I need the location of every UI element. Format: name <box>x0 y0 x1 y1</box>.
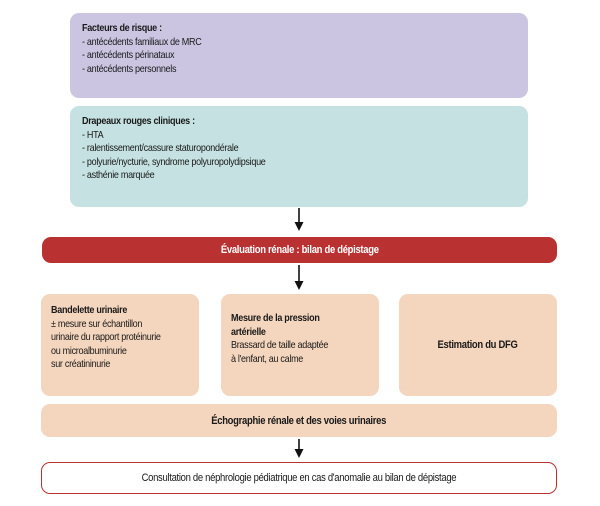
risk-factor-item: - antécédents périnataux <box>82 49 175 62</box>
arrow-down-icon <box>293 208 305 232</box>
red-flag-item: - polyurie/nycturie, syndrome polyuropol… <box>82 155 266 168</box>
risk-factors-box: Facteurs de risque : - antécédents famil… <box>70 13 528 98</box>
urine-strip-title: Bandelette urinaire <box>51 304 128 316</box>
gfr-label: Estimation du DFG <box>437 339 519 351</box>
arrow-down-icon <box>293 265 305 291</box>
blood-pressure-box: Mesure de la pression artérielle Brassar… <box>221 294 379 396</box>
risk-factors-title: Facteurs de risque : <box>82 22 162 34</box>
risk-factor-item: - antécédents personnels <box>82 62 177 75</box>
evaluation-box: Évaluation rénale : bilan de dépistage <box>42 237 557 263</box>
red-flag-item: - asthénie marquée <box>82 169 155 182</box>
urine-strip-line: ou microalbuminurie <box>51 344 127 357</box>
ultrasound-label: Échographie rénale et des voies urinaire… <box>211 414 387 427</box>
blood-pressure-line: à l'enfant, au calme <box>231 352 304 365</box>
red-flags-box: Drapeaux rouges cliniques : - HTA - rale… <box>70 106 528 207</box>
urine-strip-line: urinaire du rapport protéinurie <box>51 331 161 344</box>
red-flag-item: - HTA <box>82 128 104 141</box>
evaluation-label: Évaluation rénale : bilan de dépistage <box>220 244 379 256</box>
blood-pressure-line: Brassard de taille adaptée <box>231 339 329 352</box>
red-flags-title: Drapeaux rouges cliniques : <box>82 115 195 127</box>
red-flag-item: - ralentissement/cassure staturopondéral… <box>82 142 239 155</box>
arrow-down-icon <box>293 439 305 459</box>
blood-pressure-title: artérielle <box>231 325 266 338</box>
urine-strip-line: sur créatininurie <box>51 358 111 371</box>
gfr-box: Estimation du DFG <box>399 294 557 396</box>
urine-strip-box: Bandelette urinaire ± mesure sur échanti… <box>41 294 199 396</box>
ultrasound-box: Échographie rénale et des voies urinaire… <box>41 404 557 437</box>
consultation-box: Consultation de néphrologie pédiatrique … <box>41 462 557 494</box>
blood-pressure-title: Mesure de la pression <box>231 312 320 324</box>
urine-strip-line: ± mesure sur échantillon <box>51 317 143 330</box>
consultation-label: Consultation de néphrologie pédiatrique … <box>141 472 457 484</box>
risk-factor-item: - antécédents familiaux de MRC <box>82 35 202 48</box>
